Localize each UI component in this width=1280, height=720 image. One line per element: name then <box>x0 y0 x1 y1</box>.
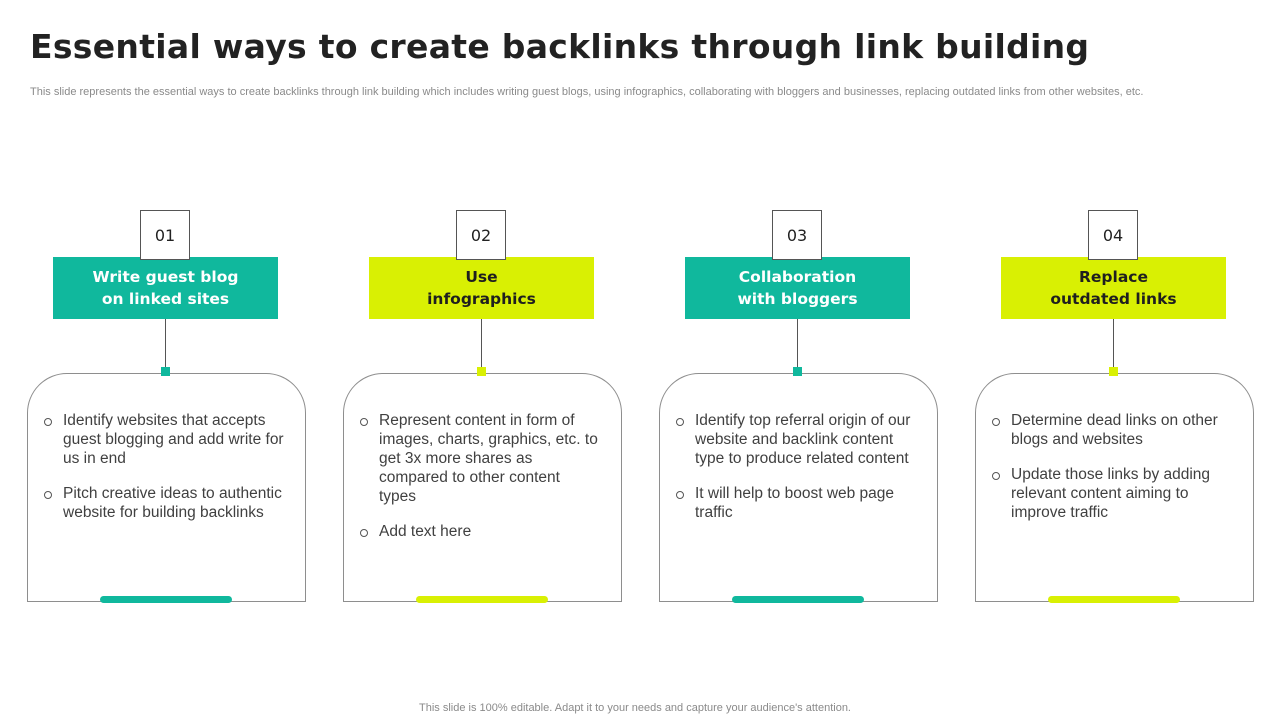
card-accent-bar <box>1048 596 1180 603</box>
step-column-4: 04 Replace outdated links Determine dead… <box>975 0 1255 720</box>
bullet-item: Add text here <box>360 522 600 541</box>
card-accent-bar <box>732 596 864 603</box>
bullet-item: Pitch creative ideas to authentic websit… <box>44 484 284 522</box>
circle-bullet-icon <box>992 418 1000 426</box>
bullet-list: Represent content in form of images, cha… <box>360 411 600 557</box>
content-card <box>975 373 1254 602</box>
slide-footer: This slide is 100% editable. Adapt it to… <box>419 702 851 714</box>
connector-line <box>1113 319 1114 367</box>
step-heading-line-2: on linked sites <box>101 290 230 308</box>
bullet-text: Update those links by adding relevant co… <box>1011 466 1211 521</box>
step-column-3: 03 Collaboration with bloggers Identify … <box>659 0 939 720</box>
step-heading-line-2: infographics <box>427 290 536 308</box>
bullet-item: Determine dead links on other blogs and … <box>992 411 1232 449</box>
circle-bullet-icon <box>676 418 684 426</box>
circle-bullet-icon <box>360 529 368 537</box>
card-accent-bar <box>100 596 232 603</box>
slide-title: Essential ways to create backlinks throu… <box>30 27 1090 66</box>
content-card <box>343 373 622 602</box>
bullet-item: Represent content in form of images, cha… <box>360 411 600 506</box>
connector-line <box>165 319 166 367</box>
bullet-item: Identify top referral origin of our webs… <box>676 411 916 468</box>
circle-bullet-icon <box>676 491 684 499</box>
connector-line <box>797 319 798 367</box>
bullet-text: Identify top referral origin of our webs… <box>695 412 911 467</box>
step-heading: Write guest blog on linked sites <box>53 257 278 319</box>
circle-bullet-icon <box>992 472 1000 480</box>
slide-subtitle: This slide represents the essential ways… <box>30 86 1144 98</box>
bullet-text: Represent content in form of images, cha… <box>379 412 598 505</box>
step-heading-line-1: Collaboration <box>738 268 857 286</box>
step-heading-line-1: Write guest blog <box>92 268 239 286</box>
bullet-list: Identify top referral origin of our webs… <box>676 411 916 538</box>
bullet-list: Identify websites that accepts guest blo… <box>44 411 284 538</box>
step-column-2: 02 Use infographics Represent content in… <box>343 0 623 720</box>
connector-dot <box>161 367 170 376</box>
step-column-1: 01 Write guest blog on linked sites Iden… <box>27 0 307 720</box>
bullet-item: It will help to boost web page traffic <box>676 484 916 522</box>
connector-dot <box>477 367 486 376</box>
step-number-box: 02 <box>456 210 506 260</box>
bullet-text: Add text here <box>379 523 472 540</box>
bullet-list: Determine dead links on other blogs and … <box>992 411 1232 538</box>
circle-bullet-icon <box>44 491 52 499</box>
bullet-text: It will help to boost web page traffic <box>695 485 895 521</box>
step-heading: Collaboration with bloggers <box>685 257 910 319</box>
bullet-text: Pitch creative ideas to authentic websit… <box>63 485 282 521</box>
bullet-text: Identify websites that accepts guest blo… <box>63 412 284 467</box>
circle-bullet-icon <box>44 418 52 426</box>
step-heading-line-2: outdated links <box>1050 290 1177 308</box>
step-heading-line-1: Use <box>465 268 498 286</box>
connector-dot <box>1109 367 1118 376</box>
bullet-item: Update those links by adding relevant co… <box>992 465 1232 522</box>
card-accent-bar <box>416 596 548 603</box>
connector-line <box>481 319 482 367</box>
bullet-item: Identify websites that accepts guest blo… <box>44 411 284 468</box>
content-card <box>659 373 938 602</box>
step-number-box: 03 <box>772 210 822 260</box>
step-heading-line-2: with bloggers <box>737 290 858 308</box>
step-heading: Replace outdated links <box>1001 257 1226 319</box>
content-card <box>27 373 306 602</box>
step-number-box: 01 <box>140 210 190 260</box>
step-heading-line-1: Replace <box>1078 268 1148 286</box>
circle-bullet-icon <box>360 418 368 426</box>
bullet-text: Determine dead links on other blogs and … <box>1011 412 1218 448</box>
step-heading: Use infographics <box>369 257 594 319</box>
step-number-box: 04 <box>1088 210 1138 260</box>
connector-dot <box>793 367 802 376</box>
